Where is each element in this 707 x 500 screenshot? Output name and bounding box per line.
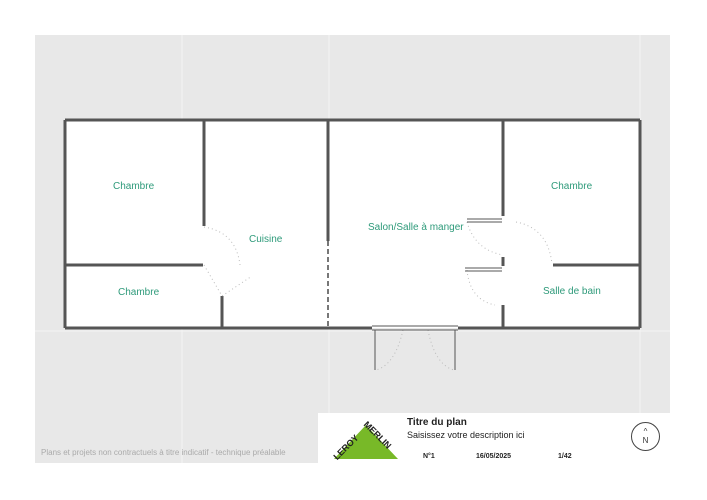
room-label-chambre: Chambre (551, 181, 593, 192)
plan-number: N°1 (423, 453, 435, 460)
compass-label: N (642, 436, 649, 445)
room-label-salle-de-bain: Salle de bain (543, 286, 601, 297)
plan-description: Saisissez votre description ici (407, 430, 525, 440)
room-label-cuisine: Cuisine (249, 234, 283, 245)
leroy-merlin-logo: LEROY MERLIN (332, 419, 398, 461)
room-label-chambre: Chambre (113, 181, 155, 192)
room-label-salon: Salon/Salle à manger (368, 222, 464, 233)
disclaimer-text: Plans et projets non contractuels à titr… (41, 448, 286, 457)
door-swings (203, 221, 553, 371)
title-block: LEROY MERLIN Titre du plan Saisissez vot… (318, 413, 670, 463)
plan-title: Titre du plan (407, 417, 467, 428)
walls (63, 118, 642, 330)
room-label-chambre: Chambre (118, 287, 160, 298)
compass-icon: ^ N (631, 422, 660, 451)
plan-date: 16/05/2025 (476, 453, 512, 460)
plan-scale: 1/42 (558, 453, 572, 460)
